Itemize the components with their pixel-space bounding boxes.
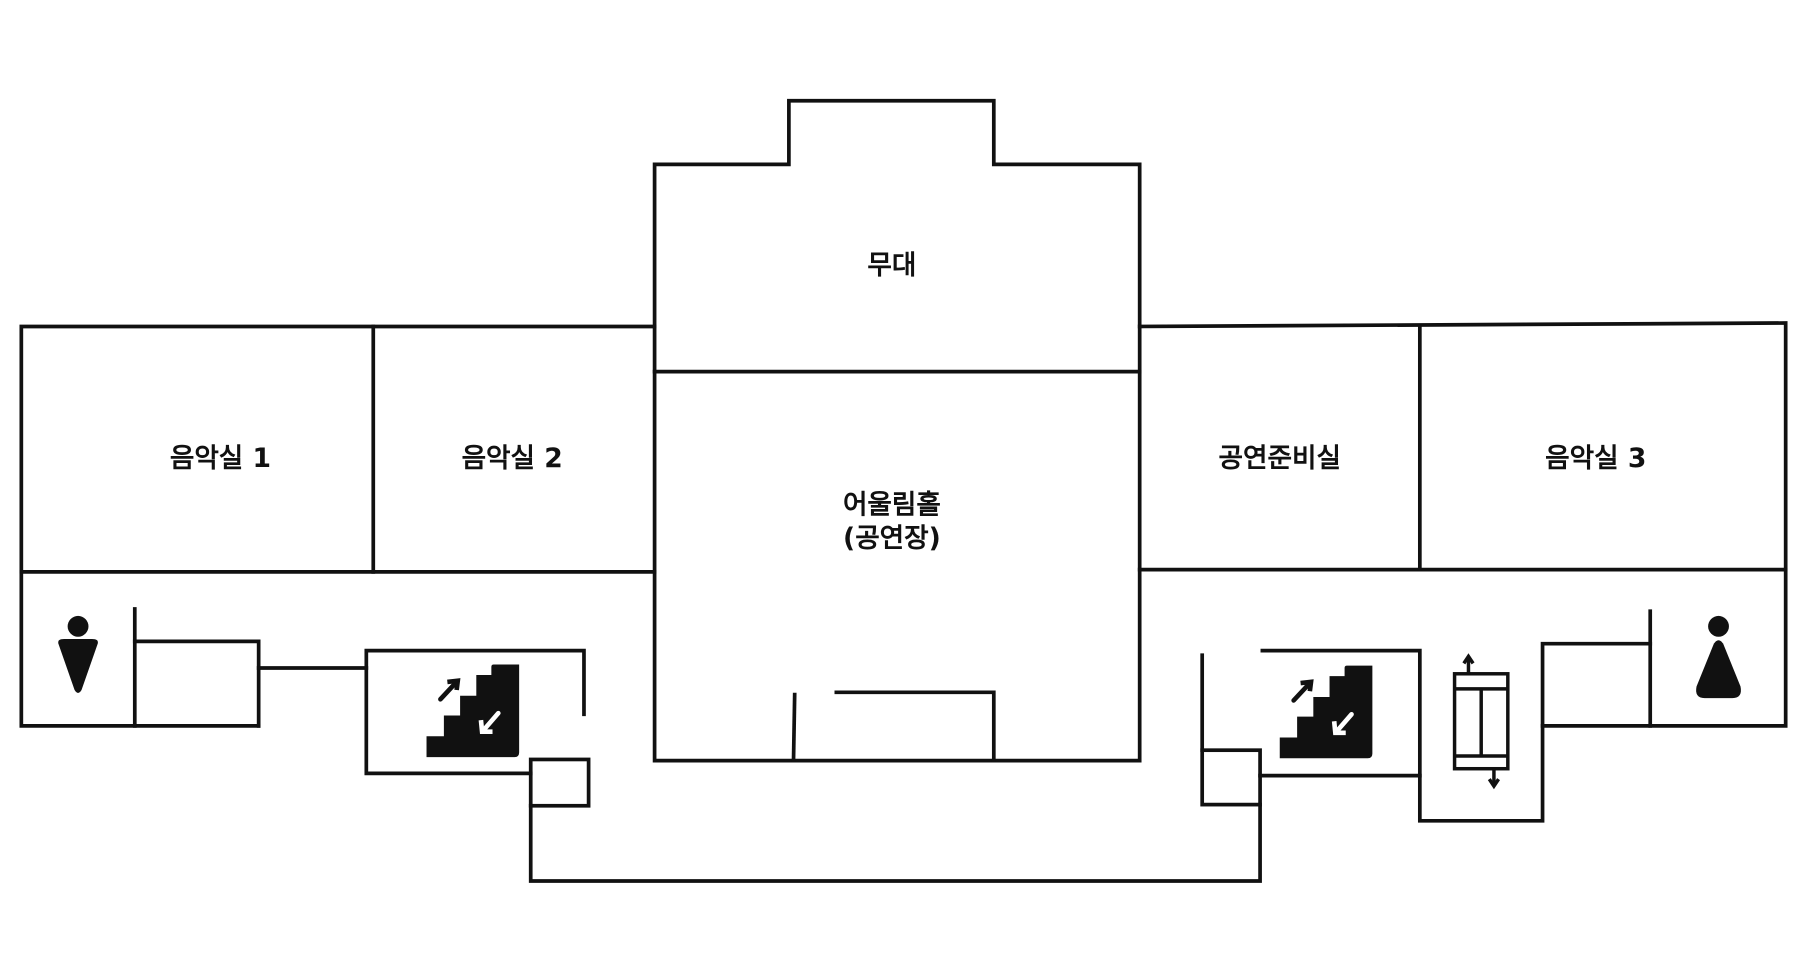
hall-door-wall — [791, 692, 797, 763]
hall-outline — [652, 98, 1142, 763]
room-music-1[interactable]: 음악실 1 — [170, 443, 271, 474]
right-stair-room — [1260, 641, 1653, 823]
lower-corridor — [528, 802, 1262, 883]
room-music-2[interactable]: 음악실 2 — [462, 443, 563, 474]
left-closet — [132, 639, 261, 728]
elevator-icon[interactable] — [1452, 653, 1510, 790]
stairs-icon[interactable] — [1279, 665, 1373, 759]
left-small-room — [528, 757, 591, 808]
left-wing-outline — [19, 324, 657, 728]
left-stair-room — [364, 648, 586, 776]
right-wing-outline — [1137, 321, 1788, 728]
walls — [19, 98, 1788, 883]
room-music-3[interactable]: 음악실 3 — [1545, 443, 1646, 474]
room-hall[interactable]: 어울림홀 — [843, 489, 941, 520]
hall-booth — [834, 690, 996, 763]
male-restroom-icon[interactable] — [58, 615, 98, 693]
room-stage[interactable]: 무대 — [867, 250, 916, 281]
stairs-icon[interactable] — [426, 664, 520, 758]
room-prep[interactable]: 공연준비실 — [1219, 443, 1341, 474]
right-small-room — [1200, 748, 1262, 807]
room-hall-subtitle: (공연장) — [843, 523, 941, 554]
female-restroom-icon[interactable] — [1696, 615, 1741, 699]
